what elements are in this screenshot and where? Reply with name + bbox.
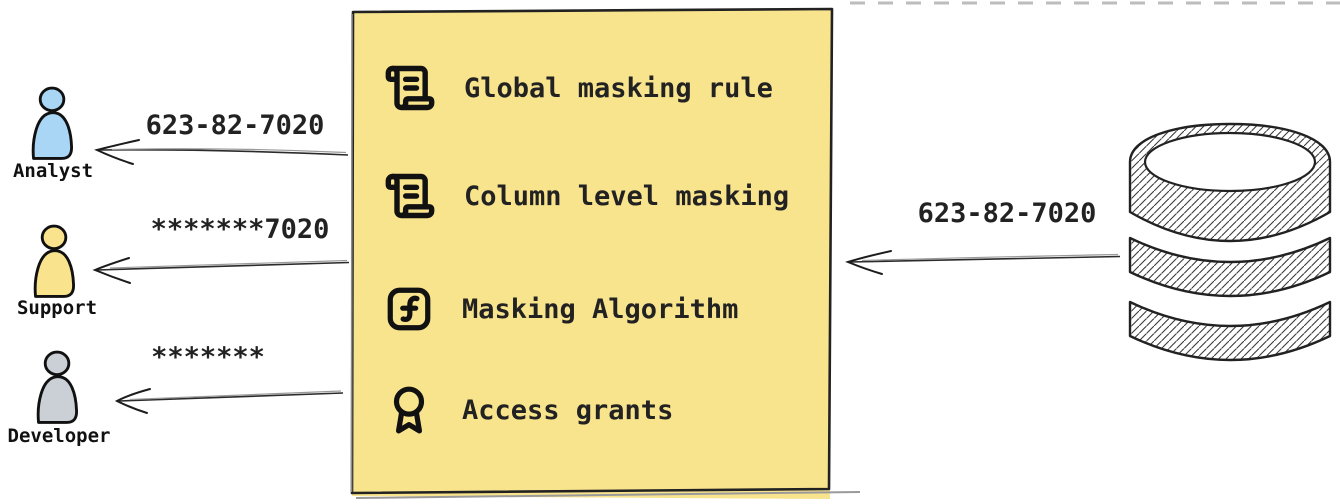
- box-row-access-grants: Access grants: [384, 382, 673, 438]
- arrowhead-icon: [845, 250, 892, 275]
- arrowhead-icon: [94, 139, 140, 165]
- database-opening: [1143, 131, 1317, 193]
- support-received-value: *******7020: [150, 214, 330, 245]
- analyst-label: Analyst: [12, 160, 94, 182]
- box-row-label: Global masking rule: [464, 72, 773, 104]
- box-row-label: Column level masking: [464, 180, 790, 212]
- arrow-db-to-box: [845, 250, 1121, 275]
- database-middle-band: [1128, 236, 1332, 298]
- box-row-masking-algorithm: Masking Algorithm: [384, 281, 738, 337]
- arrow-to-analyst: [94, 139, 349, 165]
- database-sent-value: 623-82-7020: [917, 198, 1097, 229]
- box-row-global-masking-rule: Global masking rule: [384, 60, 773, 116]
- developer-received-value: *******: [151, 342, 265, 373]
- developer-label: Developer: [7, 425, 111, 447]
- box-row-label: Masking Algorithm: [462, 293, 739, 325]
- box-row-column-level-masking: Column level masking: [384, 168, 789, 224]
- function-square-icon: [387, 287, 431, 331]
- arrow-to-support: [92, 257, 350, 284]
- arrowhead-icon: [114, 388, 151, 414]
- arrowhead-icon: [92, 257, 131, 284]
- arrow-to-developer: [114, 388, 344, 414]
- box-row-label: Access grants: [462, 394, 674, 426]
- support-label: Support: [16, 297, 98, 319]
- award-icon: [393, 386, 425, 434]
- analyst-received-value: 623-82-7020: [145, 110, 325, 141]
- masking-box-sketch-edge: [350, 13, 353, 493]
- scroll-text-icon: [385, 173, 435, 219]
- developer-person-icon: [36, 350, 78, 424]
- database-icon: [1128, 122, 1332, 362]
- analyst-person-icon: [31, 86, 73, 160]
- support-person-icon: [33, 224, 75, 298]
- database-bottom-band: [1128, 300, 1332, 362]
- scroll-text-icon: [385, 65, 435, 111]
- masking-box-fill: [352, 9, 832, 499]
- masking-box-shadow-line: [355, 491, 861, 499]
- masking-box-shape: [350, 7, 861, 499]
